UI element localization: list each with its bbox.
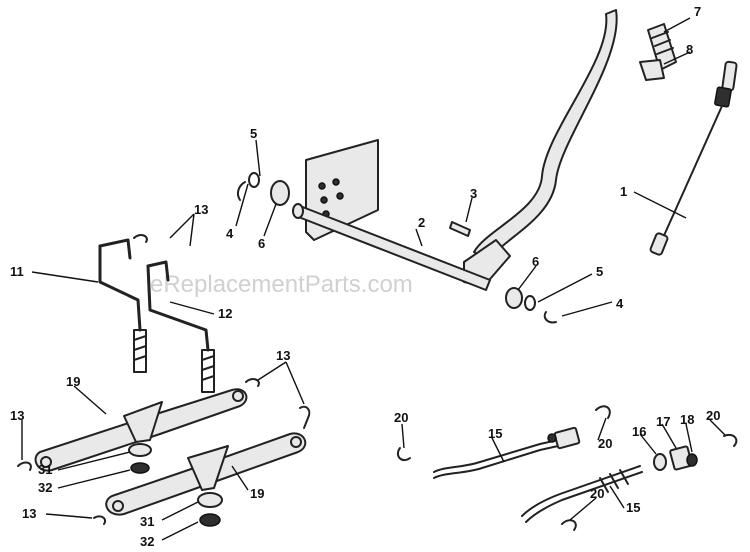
callout-19a: 19 [66, 374, 80, 389]
callout-5a: 5 [250, 126, 257, 141]
callout-32a: 32 [38, 480, 52, 495]
callout-6a: 6 [258, 236, 265, 251]
callout-1: 1 [620, 184, 627, 199]
part-15-rod-upper[interactable] [433, 426, 581, 479]
part-19-lift-arm-lower[interactable] [105, 432, 307, 516]
callout-4a: 4 [226, 226, 234, 241]
callout-2: 2 [418, 215, 425, 230]
callout-numbers: 7 8 1 2 3 5 4 6 6 5 4 13 11 12 13 19 13 … [10, 4, 720, 549]
part-18-nut[interactable] [686, 453, 698, 467]
callout-12: 12 [218, 306, 232, 321]
callout-11: 11 [10, 264, 24, 279]
callout-20a: 20 [394, 410, 408, 425]
hardware-right[interactable] [505, 287, 557, 324]
hardware-left[interactable] [236, 172, 290, 206]
callout-20c: 20 [706, 408, 720, 423]
callout-13c: 13 [10, 408, 24, 423]
part-8-sleeve[interactable] [639, 59, 665, 81]
callout-6b: 6 [532, 254, 539, 269]
callout-5b: 5 [596, 264, 603, 279]
callout-19b: 19 [250, 486, 264, 501]
callout-7: 7 [694, 4, 701, 19]
part-16-nut[interactable] [653, 453, 667, 471]
parts-31-32-lower[interactable] [197, 492, 223, 527]
lift-lever[interactable] [463, 9, 618, 287]
callout-13d: 13 [22, 506, 36, 521]
part-2-cross-shaft[interactable] [292, 203, 491, 291]
callout-8: 8 [686, 42, 693, 57]
callout-16: 16 [632, 424, 646, 439]
callout-17: 17 [656, 414, 670, 429]
part-12-lift-link[interactable] [146, 260, 215, 393]
callout-15a: 15 [488, 426, 502, 441]
part-3-key[interactable] [449, 221, 471, 237]
part-13-clips[interactable] [17, 234, 311, 525]
callout-31b: 31 [140, 514, 154, 529]
callout-31a: 31 [38, 462, 52, 477]
leader-lines [21, 17, 727, 541]
callout-32b: 32 [140, 534, 154, 549]
callout-13b: 13 [276, 348, 290, 363]
part-11-lift-link[interactable] [98, 238, 147, 373]
callout-20b: 20 [598, 436, 612, 451]
parts-31-32-upper[interactable] [128, 443, 152, 474]
callout-3: 3 [470, 186, 477, 201]
callout-13a: 13 [194, 202, 208, 217]
part-7-handle-grip[interactable] [647, 23, 677, 71]
callout-18: 18 [680, 412, 694, 427]
watermark-text: eReplacementParts.com [150, 271, 413, 298]
part-1-adjuster-rod[interactable] [649, 60, 738, 256]
part-19-lift-arm-upper[interactable] [34, 388, 248, 472]
callout-15b: 15 [626, 500, 640, 515]
callout-20d: 20 [590, 486, 604, 501]
callout-4b: 4 [616, 296, 624, 311]
part-15-rod-lower[interactable] [521, 465, 643, 523]
part-20-clips[interactable] [396, 405, 738, 531]
